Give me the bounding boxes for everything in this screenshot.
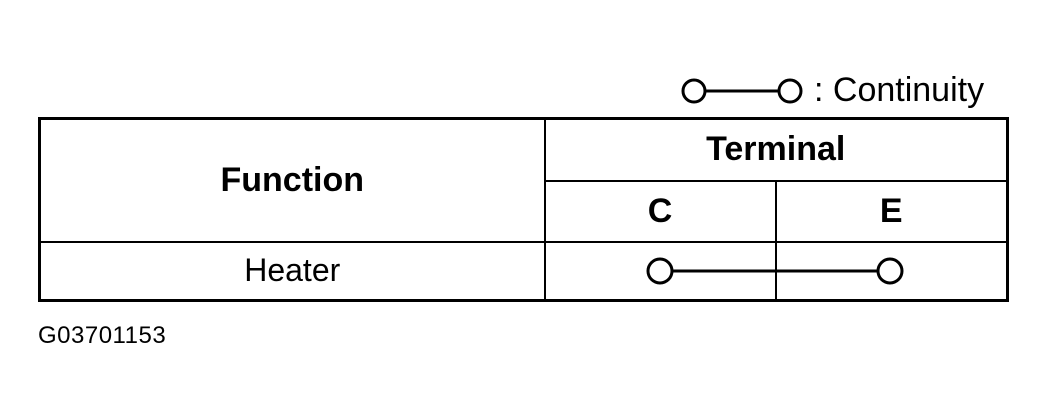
continuity-legend: : Continuity [680,68,1010,112]
terminal-c-header: C [543,179,777,243]
terminal-c-heater-cell [543,240,777,302]
terminal-e-heater-cell [774,240,1009,302]
terminal-header: Terminal [543,117,1009,182]
function-heater-cell: Heater [38,240,546,302]
continuity-table: Function Terminal C E Heater [38,117,1009,302]
terminal-e-header: E [774,179,1009,243]
continuity-symbol-icon [681,78,803,104]
function-header: Function [38,117,546,243]
figure-id: G03701153 [38,322,167,349]
legend-label: : Continuity [814,71,985,109]
